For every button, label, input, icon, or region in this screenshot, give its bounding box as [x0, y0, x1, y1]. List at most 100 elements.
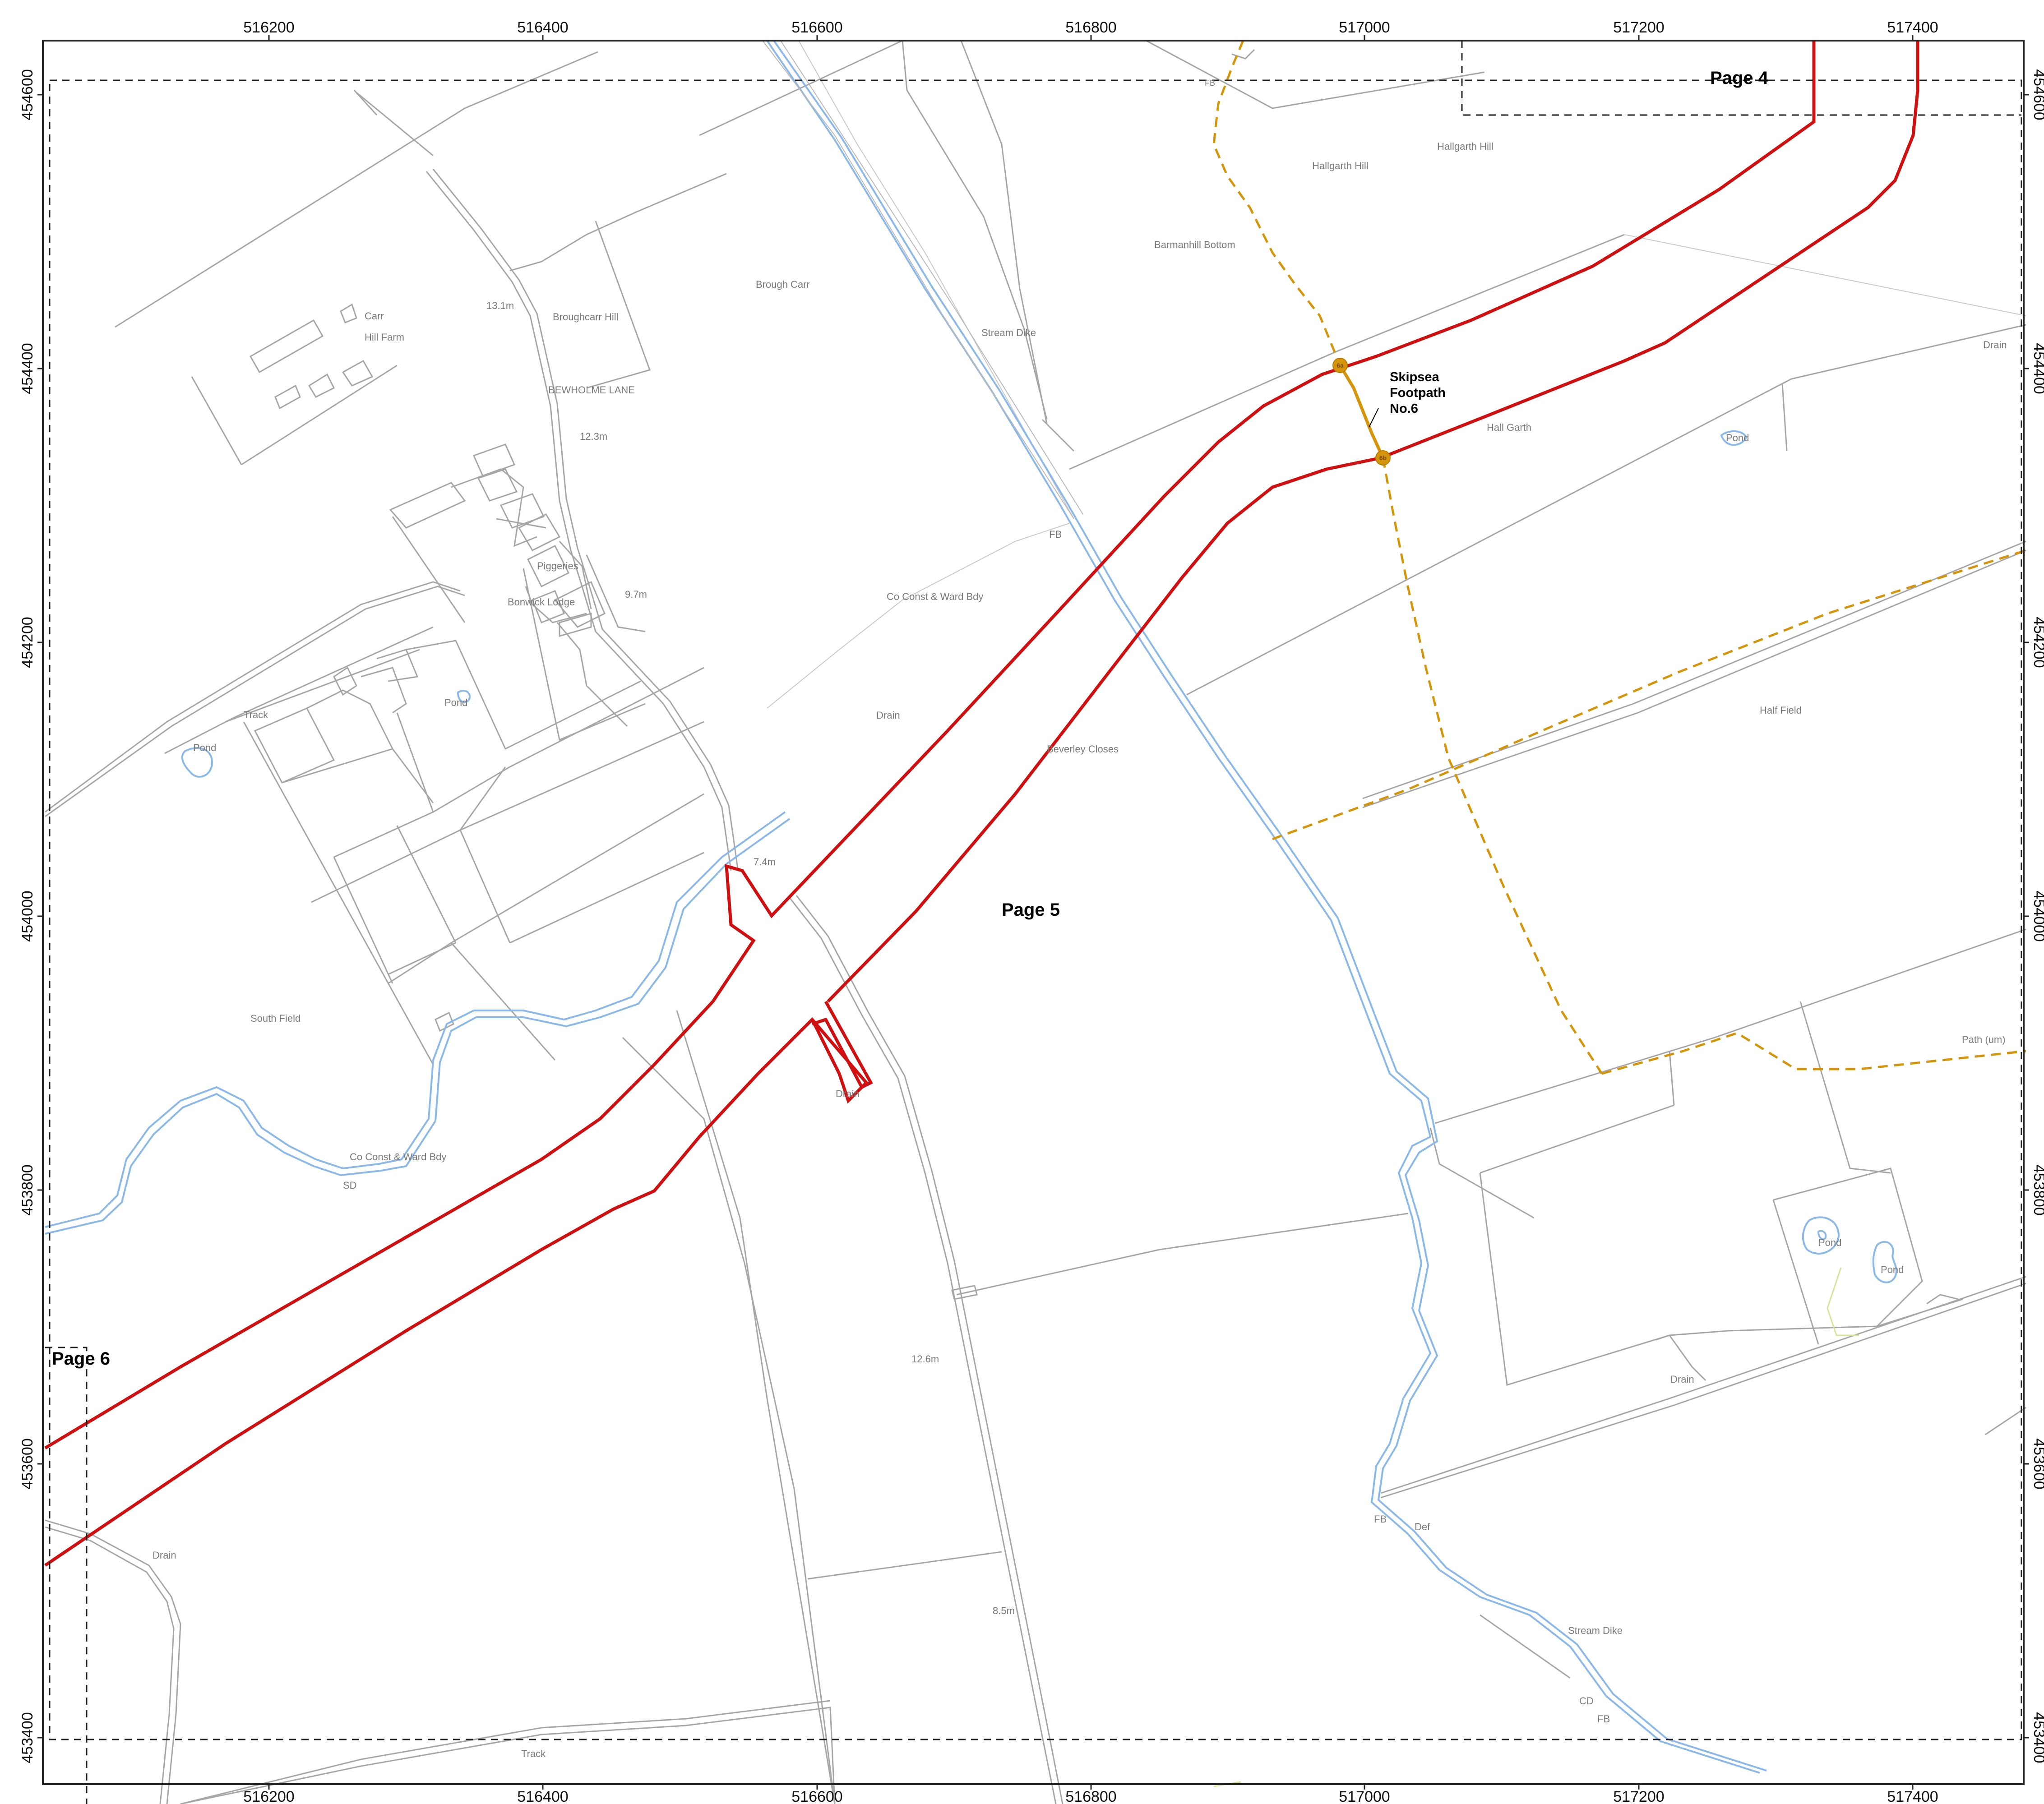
place-label: Piggeries — [537, 560, 578, 572]
place-label: Brough Carr — [756, 279, 810, 290]
place-label: Half Field — [1760, 705, 1802, 716]
svg-text:517000: 517000 — [1339, 1788, 1390, 1804]
footpath-label-line-2: Footpath — [1390, 386, 1446, 400]
svg-text:454400: 454400 — [2030, 343, 2044, 394]
skipsea-footpath-no6-line — [1338, 364, 1385, 459]
page-label-north: Page 4 — [1710, 68, 1769, 88]
place-label: FB — [1205, 78, 1215, 88]
svg-text:516800: 516800 — [1065, 19, 1116, 36]
svg-text:517200: 517200 — [1613, 19, 1664, 36]
place-labels: Brough Carr Stream Dike Barmanhill Botto… — [153, 78, 2007, 1759]
place-label: 7.4m — [754, 856, 776, 867]
place-label: 13.1m — [486, 300, 514, 311]
place-label: Pond — [444, 697, 467, 708]
place-label: 12.6m — [911, 1353, 939, 1365]
svg-text:516400: 516400 — [517, 1788, 568, 1804]
x-axis-labels-bottom: 516200 516400 516600 516800 517000 51720… — [243, 1788, 1938, 1804]
footpath-label-line-3: No.6 — [1390, 401, 1418, 416]
place-label: Broughcarr Hill — [553, 311, 619, 323]
footpath-label-line-1: Skipsea — [1390, 370, 1439, 384]
place-label: Track — [521, 1748, 546, 1759]
svg-text:516600: 516600 — [791, 19, 842, 36]
place-label: Track — [244, 709, 268, 720]
place-label: Drain — [1670, 1374, 1694, 1385]
place-label: Hallgarth Hill — [1312, 160, 1369, 171]
place-label: Co Const & Ward Bdy — [350, 1151, 446, 1163]
svg-text:6a: 6a — [1336, 362, 1344, 369]
place-label: Barmanhill Bottom — [1154, 239, 1235, 250]
svg-text:516200: 516200 — [243, 19, 294, 36]
place-label: Bonwick Lodge — [508, 596, 575, 608]
map-frame — [42, 40, 2025, 1785]
place-label: Pond — [1881, 1264, 1904, 1275]
svg-text:453400: 453400 — [2030, 1712, 2044, 1763]
svg-text:516800: 516800 — [1065, 1788, 1116, 1804]
footpath-leader-line — [1369, 408, 1379, 428]
place-label: 12.3m — [580, 431, 607, 442]
svg-text:454000: 454000 — [2030, 890, 2044, 941]
svg-text:454000: 454000 — [19, 890, 36, 941]
place-label: FB — [1049, 529, 1062, 540]
faint-tracks — [767, 40, 2026, 709]
svg-text:517000: 517000 — [1339, 19, 1390, 36]
place-label: Path (um) — [1962, 1034, 2006, 1045]
x-axis-labels-top: 516200 516400 516600 516800 517000 51720… — [243, 19, 1938, 36]
svg-text:453800: 453800 — [19, 1164, 36, 1215]
footpath-marker-6a: 6a — [1332, 358, 1348, 373]
svg-text:453600: 453600 — [19, 1438, 36, 1489]
svg-text:453400: 453400 — [19, 1712, 36, 1763]
place-label: FB — [1597, 1713, 1610, 1725]
place-label: Pond — [193, 742, 216, 753]
place-label: Hallgarth Hill — [1437, 141, 1494, 152]
place-label: Pond — [1818, 1237, 1841, 1248]
svg-text:454400: 454400 — [19, 343, 36, 394]
site-boundary — [44, 41, 1919, 1567]
place-label: Drain — [1983, 339, 2007, 351]
x-axis-ticks — [268, 35, 1914, 1790]
place-label: 8.5m — [993, 1605, 1015, 1616]
place-label: Drain — [153, 1550, 176, 1561]
footpath-marker-6b: 6b — [1375, 450, 1391, 466]
dismantled-railway — [762, 40, 1083, 519]
svg-text:517400: 517400 — [1887, 1788, 1938, 1804]
svg-text:517400: 517400 — [1887, 19, 1938, 36]
place-label: Def — [1415, 1521, 1430, 1532]
public-rights-of-way — [1212, 40, 2026, 1075]
svg-text:453600: 453600 — [2030, 1438, 2044, 1489]
y-axis-labels-right: 454600 454400 454200 454000 453800 45360… — [2030, 69, 2044, 1763]
watercourses — [45, 40, 1897, 1774]
y-axis-ticks — [37, 94, 2029, 1739]
svg-text:454200: 454200 — [2030, 617, 2044, 668]
place-label: Beverley Closes — [1047, 743, 1119, 755]
svg-text:516400: 516400 — [517, 19, 568, 36]
svg-text:454600: 454600 — [2030, 69, 2044, 120]
page-label-west: Page 6 — [52, 1349, 110, 1369]
place-label: FB — [1374, 1513, 1387, 1525]
place-label: 9.7m — [625, 589, 647, 600]
place-label: BEWHOLME LANE — [548, 384, 635, 396]
svg-text:453800: 453800 — [2030, 1164, 2044, 1215]
page-extents — [45, 41, 2022, 1804]
place-label: Co Const & Ward Bdy — [887, 591, 983, 602]
place-label: Stream Dike — [1568, 1625, 1623, 1636]
place-label: Carr — [365, 310, 384, 322]
place-label: Stream Dike — [981, 327, 1036, 338]
place-label: Drain — [876, 710, 900, 721]
svg-text:516600: 516600 — [791, 1788, 842, 1804]
svg-text:516200: 516200 — [243, 1788, 294, 1804]
y-axis-labels-left: 454600 454400 454200 454000 453800 45360… — [19, 69, 36, 1763]
svg-text:6b: 6b — [1379, 454, 1387, 461]
svg-text:454600: 454600 — [19, 69, 36, 120]
place-label: CD — [1579, 1695, 1594, 1707]
base-map-features — [45, 40, 2026, 1804]
place-label: Hall Garth — [1487, 422, 1531, 433]
svg-text:517200: 517200 — [1613, 1788, 1664, 1804]
svg-text:454200: 454200 — [19, 617, 36, 668]
page-label-current: Page 5 — [1002, 900, 1060, 920]
place-label: Pond — [1726, 432, 1749, 443]
place-label: Drain — [836, 1088, 860, 1099]
place-label: Hill Farm — [365, 332, 404, 343]
place-label: SD — [343, 1180, 357, 1191]
place-label: South Field — [250, 1013, 301, 1024]
